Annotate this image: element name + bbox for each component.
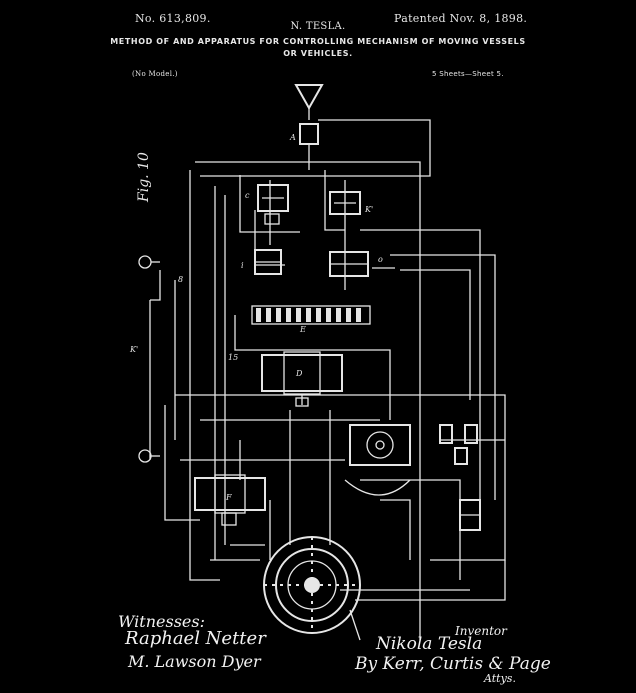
relay-right-bottom [459,499,481,531]
motor-d [261,351,343,407]
relay-middle-right [329,251,395,277]
patent-number: No. 613,809. [135,12,211,25]
gear-mechanism [344,424,411,496]
motor-f [194,474,266,526]
svg-text:i: i [241,261,244,270]
svg-text:8: 8 [178,275,183,284]
attorneys-label: Attys. [484,672,516,685]
relay-right-top [439,424,478,465]
svg-text:o: o [378,255,383,264]
attorneys-signature: By Kerr, Curtis & Page [355,654,551,674]
sheets-note: 5 Sheets—Sheet 5. [432,70,504,78]
rotary-commutator [263,536,361,634]
svg-text:K': K' [364,205,373,214]
patent-title-line-2: OR VEHICLES. [283,49,353,58]
inventor-label: Inventor [455,624,507,638]
battery-cells [251,305,371,325]
witness-signature-1: Raphael Netter [125,628,266,649]
antenna-terminal [294,84,324,120]
witness-signature-2: M. Lawson Dyer [128,652,261,671]
inventor-signature: Nikola Tesla [376,634,483,654]
wiring [149,119,506,641]
svg-text:15: 15 [228,353,238,362]
svg-text:E: E [299,325,306,334]
lamp-upper [138,255,160,269]
lamp-lower [138,449,160,463]
relay-middle-left [254,249,282,275]
svg-text:c: c [245,191,250,200]
svg-text:A: A [289,133,296,142]
witnesses-label: Witnesses: [118,612,205,631]
inventor-name-header: N. TESLA. [290,21,346,32]
coherer-box [299,123,319,170]
model-note: (No Model.) [132,70,178,78]
svg-text:F: F [225,493,232,502]
svg-text:K': K' [129,345,138,354]
reference-letters: A c K' i o E D F 8 15 K' [129,133,383,502]
figure-label: Fig. 10 [136,152,152,202]
patent-title-line-1: METHOD OF AND APPARATUS FOR CONTROLLING … [110,37,526,46]
relay-upper-left [257,184,289,225]
svg-text:D: D [295,369,303,378]
patent-date: Patented Nov. 8, 1898. [394,12,528,25]
relay-upper-right [329,191,361,215]
